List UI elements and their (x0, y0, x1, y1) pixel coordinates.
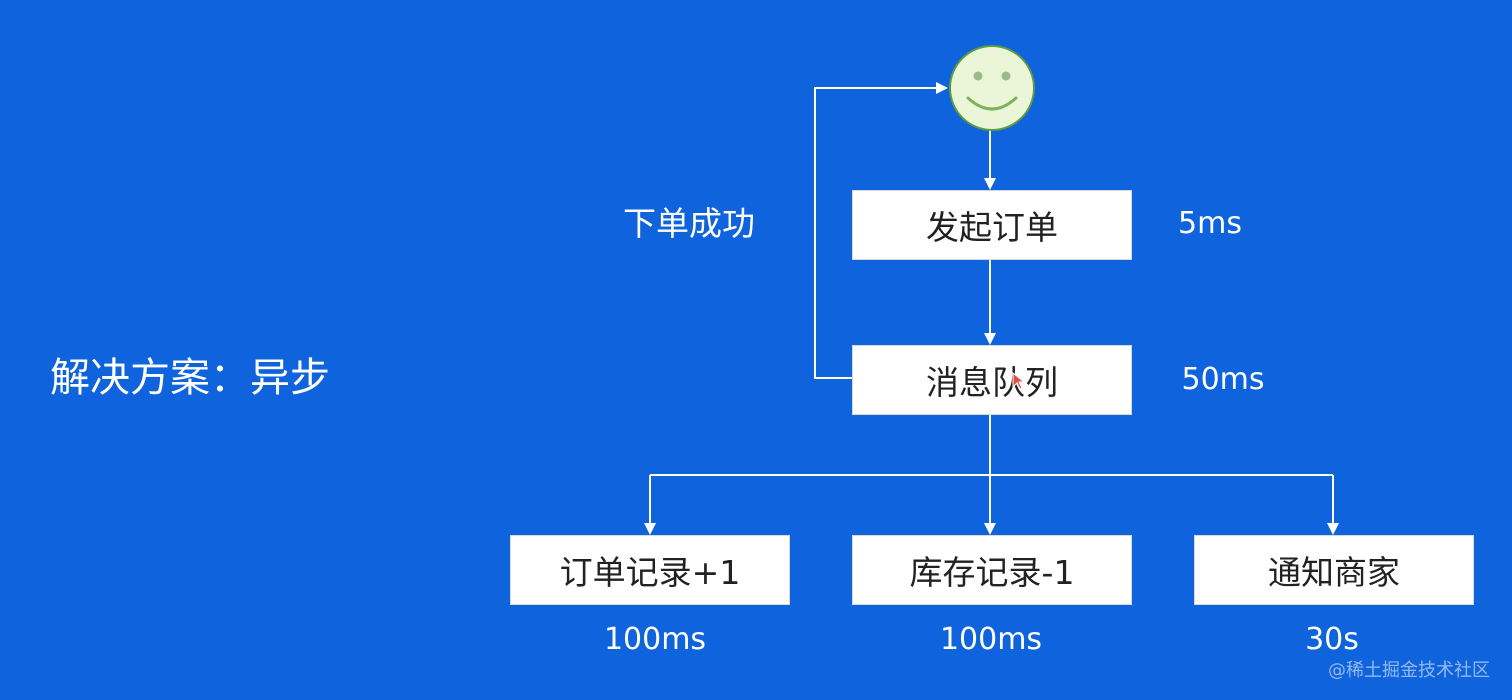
time-order: 5ms (1178, 206, 1242, 241)
slide-title: 解决方案：异步 (50, 355, 330, 401)
time-stock-record: 100ms (939, 622, 1043, 657)
smiley-face-icon (949, 45, 1035, 131)
time-order-record: 100ms (603, 622, 707, 657)
node-notify-merchant: 通知商家 (1194, 535, 1474, 605)
node-stock-record-label: 库存记录-1 (909, 553, 1075, 592)
node-order-record-label: 订单记录+1 (559, 553, 741, 592)
node-notify-label: 通知商家 (1268, 553, 1400, 592)
node-order-label: 发起订单 (926, 208, 1058, 247)
watermark: @稀土掘金技术社区 (1328, 660, 1490, 681)
cursor-pointer-icon (1012, 372, 1026, 390)
time-queue: 50ms (1181, 362, 1265, 397)
node-stock-record: 库存记录-1 (852, 535, 1132, 605)
time-notify: 30s (1305, 622, 1359, 657)
success-label: 下单成功 (623, 204, 755, 243)
node-order: 发起订单 (852, 190, 1132, 260)
arrow-queue-to-user (814, 82, 948, 379)
node-message-queue: 消息队列 (852, 345, 1132, 415)
node-queue-label: 消息队列 (926, 363, 1058, 402)
node-order-record: 订单记录+1 (510, 535, 790, 605)
